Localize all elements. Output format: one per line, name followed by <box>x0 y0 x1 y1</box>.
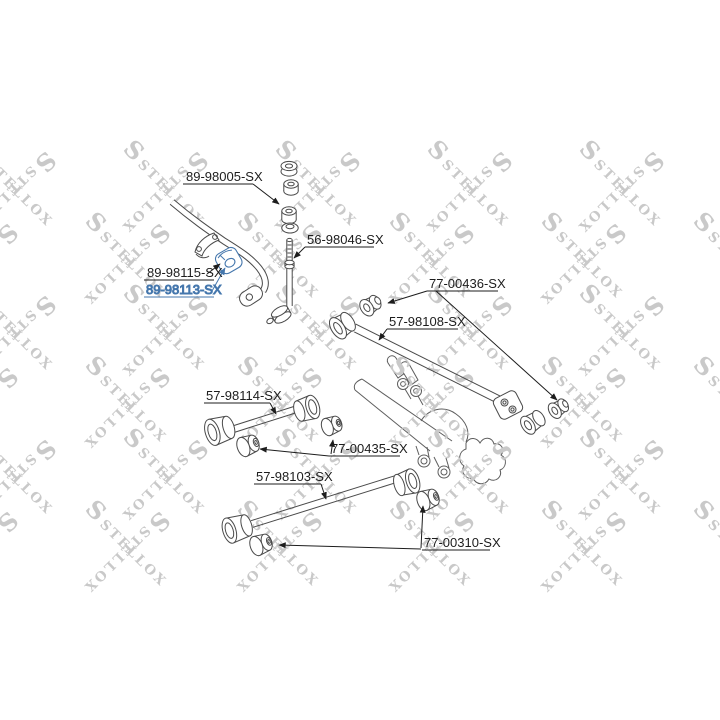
trailing-arm-drawing <box>221 468 421 544</box>
axle-fork-prong <box>399 361 419 386</box>
axle-tube <box>361 378 453 442</box>
part-label-57-98103[interactable]: 57-98103-SX <box>256 469 333 484</box>
axle-bracket-hole <box>440 468 448 476</box>
axle-eye-hole <box>413 388 419 394</box>
watermark-text: SSTELLOX <box>688 206 720 304</box>
stabilizer-link-drawing <box>266 237 295 325</box>
watermark-text: SSTELLOX <box>0 362 24 460</box>
watermark-text: SSTELLOX <box>688 494 720 592</box>
axle-assembly-drawing <box>353 355 506 485</box>
axle-eye-hole <box>400 381 406 387</box>
stabilizer-bar-eye <box>239 285 263 307</box>
leader-lines <box>144 183 558 551</box>
axle-bracket-hole <box>420 457 428 465</box>
diff-gasket <box>459 437 506 485</box>
axle-eye <box>397 378 409 390</box>
part-label-89-98005[interactable]: 89-98005-SX <box>186 169 263 184</box>
diff-housing <box>420 408 469 443</box>
stabilizer-bar-eye-hole <box>245 293 254 301</box>
axle-fork-prong <box>386 355 406 379</box>
axle-tube-end <box>353 378 363 391</box>
stabilizer-bar-drawing <box>169 199 269 307</box>
axle-bracket-ear <box>417 454 431 468</box>
axle-eye <box>410 385 422 397</box>
watermark-layer: SSTELLOX SSTELLOX SSTELLOX SSTELLOX SSTELLOX… <box>0 134 720 604</box>
part-label-77-00310[interactable]: 77-00310-SX <box>424 535 501 550</box>
axle-bracket-ear <box>437 465 451 479</box>
part-label-56-98046[interactable]: 56-98046-SX <box>307 232 384 247</box>
trailing-arm-bushing-drawing <box>249 488 440 557</box>
axle-tube <box>354 389 431 452</box>
watermark-text: SSTELLOX <box>0 506 24 604</box>
part-labels: 89-98005-SX 56-98046-SX 89-98115-SX 89-9… <box>146 169 506 550</box>
upper-arm-drawing <box>204 394 321 446</box>
part-label-89-98115[interactable]: 89-98115-SX <box>147 265 223 280</box>
part-label-57-98108[interactable]: 57-98108-SX <box>389 314 466 329</box>
part-label-57-98114[interactable]: 57-98114-SX <box>206 388 282 403</box>
part-label-77-00435[interactable]: 77-00435-SX <box>331 441 408 456</box>
part-label-77-00436[interactable]: 77-00436-SX <box>429 276 506 291</box>
stabilizer-clamp-drawing <box>194 232 220 259</box>
watermark-text: SSTELLOX <box>0 218 24 316</box>
lateral-rod-bushing-drawing <box>359 294 570 419</box>
watermark-text: SSTELLOX <box>688 350 720 448</box>
upper-arm-bushing-drawing <box>236 415 343 458</box>
lateral-rod-drawing <box>328 311 546 435</box>
link-washer-stack-drawing <box>280 160 299 234</box>
part-label-89-98113-selected[interactable]: 89-98113-SX <box>146 282 223 298</box>
stabilizer-bushing-drawing <box>214 246 243 275</box>
